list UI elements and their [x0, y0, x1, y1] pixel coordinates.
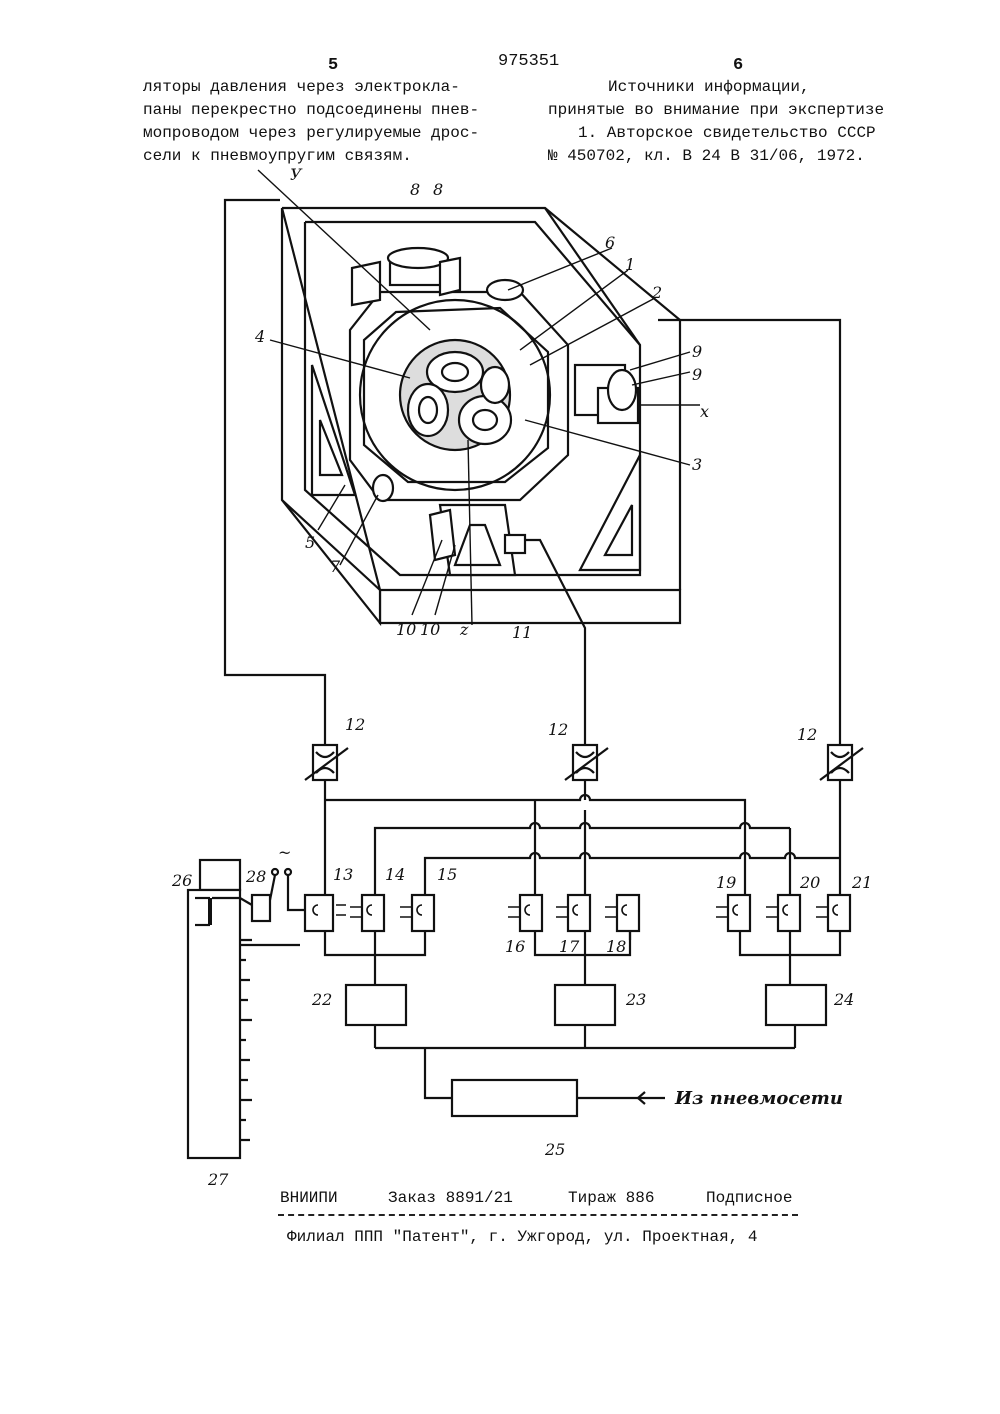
label-3: 3 — [692, 455, 702, 474]
regulator-23 — [555, 985, 615, 1025]
ball-6 — [487, 280, 523, 300]
bottom-mount — [430, 505, 525, 575]
label-15: 15 — [437, 865, 457, 884]
label-24: 24 — [833, 990, 854, 1009]
footer-subscription: Подписное — [706, 1187, 792, 1210]
label-10b: 10 — [420, 620, 440, 639]
label-23: 23 — [625, 990, 646, 1009]
ball-7 — [373, 475, 393, 501]
label-27: 27 — [207, 1170, 229, 1189]
label-21: 21 — [851, 873, 872, 892]
pneumatic-lines — [225, 200, 840, 940]
label-11: 11 — [512, 623, 532, 642]
label-20: 20 — [799, 873, 820, 892]
label-supply: Из пневмосети — [674, 1088, 843, 1109]
label-17: 17 — [559, 937, 580, 956]
label-8b: 8 — [433, 180, 443, 199]
label-25: 25 — [544, 1140, 565, 1159]
label-12b: 12 — [548, 720, 568, 739]
label-9b: 9 — [692, 365, 702, 384]
label-9a: 9 — [692, 342, 702, 361]
label-14: 14 — [385, 865, 405, 884]
supply-unit-25 — [452, 1080, 577, 1116]
label-13: 13 — [333, 865, 353, 884]
footer-order: Заказ 8891/21 — [388, 1187, 513, 1210]
throttle-12-middle — [565, 745, 608, 780]
label-26: 26 — [171, 871, 192, 890]
footer-branch: Филиал ППП "Патент", г. Ужгород, ул. Про… — [287, 1226, 757, 1249]
label-5: 5 — [305, 533, 315, 552]
regulator-22 — [346, 985, 406, 1025]
right-mount — [575, 365, 638, 423]
throttle-12-left — [305, 745, 348, 780]
label-18: 18 — [606, 937, 626, 956]
label-19: 19 — [716, 873, 736, 892]
valve-row — [305, 895, 850, 931]
label-22: 22 — [311, 990, 332, 1009]
label-x-axis: x — [700, 402, 709, 421]
label-1: 1 — [625, 255, 635, 274]
housing — [350, 292, 568, 500]
throttle-12-right — [820, 745, 863, 780]
label-4: 4 — [254, 327, 265, 346]
label-ac: ~ — [278, 843, 291, 862]
label-12a: 12 — [345, 715, 365, 734]
label-7: 7 — [330, 557, 341, 576]
label-6: 6 — [605, 233, 615, 252]
label-z-axis: z — [459, 620, 469, 639]
figure-labels: У 8 8 6 1 2 4 9 9 x 3 5 7 10 10 z 11 12 … — [171, 165, 872, 1189]
label-8a: 8 — [410, 180, 420, 199]
top-mount — [352, 248, 460, 305]
label-16: 16 — [505, 937, 525, 956]
label-y-axis: У — [290, 165, 303, 184]
footer-print-run: Тираж 886 — [568, 1187, 654, 1210]
regulator-24 — [766, 985, 826, 1025]
footer-org: ВНИИПИ — [280, 1187, 338, 1210]
label-12c: 12 — [797, 725, 817, 744]
label-2: 2 — [651, 283, 662, 302]
label-28: 28 — [245, 867, 266, 886]
footer-divider — [278, 1214, 798, 1216]
label-10a: 10 — [396, 620, 416, 639]
programmer-27 — [188, 860, 300, 1158]
